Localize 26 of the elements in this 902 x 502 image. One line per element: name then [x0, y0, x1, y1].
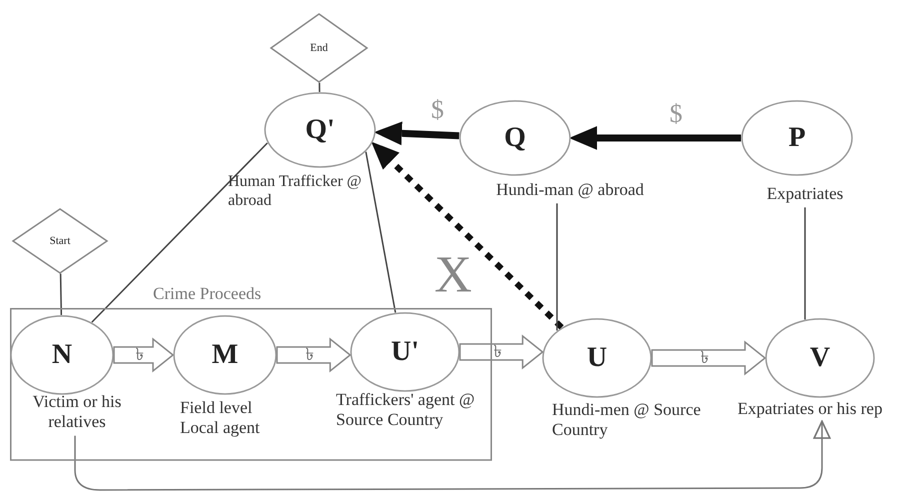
- currency-sign: ৳: [136, 344, 144, 366]
- diamond-label: Start: [48, 235, 72, 247]
- node-letter: U: [586, 342, 608, 374]
- node-caption: Human Trafficker @ abroad: [228, 172, 363, 210]
- node-caption: Expatriates: [766, 184, 844, 204]
- node-caption: Victim or his relatives: [32, 392, 122, 433]
- node-letter: V: [808, 342, 832, 374]
- currency-sign: ৳: [493, 341, 502, 363]
- node-letter: P: [787, 122, 807, 154]
- node-letter: M: [210, 339, 240, 371]
- node-letter: N: [50, 339, 74, 371]
- node-caption: Field level Local agent: [180, 398, 261, 439]
- node-letter: U': [390, 336, 420, 368]
- node-caption: Traffickers' agent @ Source Country: [336, 390, 476, 431]
- node-letter: Q: [503, 122, 527, 154]
- node-letter: Q': [304, 114, 336, 146]
- node-caption: Hundi-man @ abroad: [495, 180, 645, 200]
- node-caption: Expatriates or his rep: [736, 399, 884, 420]
- edge-label: $: [431, 95, 444, 125]
- currency-sign: ৳: [700, 347, 708, 369]
- edge-label: X: [434, 246, 472, 305]
- edge-label: $: [670, 99, 682, 129]
- group-title: Crime Proceeds: [153, 284, 262, 304]
- currency-sign: ৳: [306, 344, 314, 366]
- node-caption: Hundi-men @ Source Country: [552, 400, 702, 441]
- diamond-label: End: [309, 42, 329, 54]
